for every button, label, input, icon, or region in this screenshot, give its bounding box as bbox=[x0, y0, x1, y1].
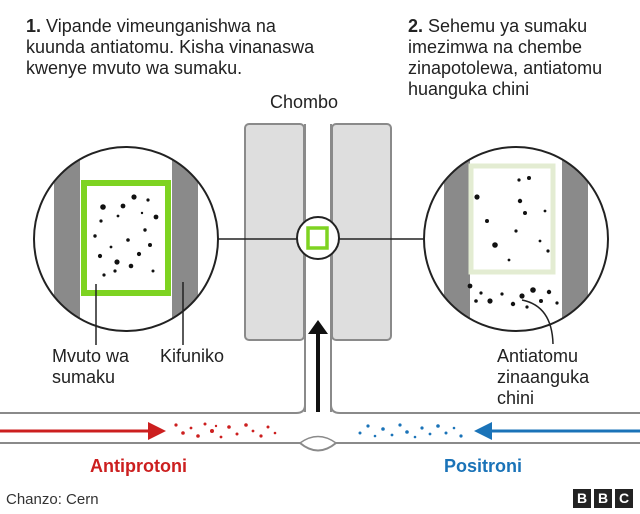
antiproton-particles bbox=[174, 422, 277, 439]
leader-falling-antiatoms bbox=[521, 299, 554, 345]
positron-particles bbox=[358, 423, 463, 439]
trap-small bbox=[306, 226, 329, 250]
beam-pipe bbox=[0, 404, 640, 452]
logo-letter-3: C bbox=[615, 489, 633, 508]
zoom-circle-right bbox=[423, 146, 609, 332]
step-2-number: 2. bbox=[408, 16, 424, 36]
container-label: Chombo bbox=[270, 92, 339, 112]
apparatus bbox=[244, 123, 392, 412]
zoom-circle-left bbox=[33, 146, 219, 332]
magnetic-trap-label: Mvuto wa sumaku bbox=[52, 346, 130, 387]
antiprotons-label: Antiprotoni bbox=[90, 456, 187, 476]
trapped-antiatoms bbox=[93, 194, 159, 277]
trap-off bbox=[468, 163, 556, 275]
step-2-text: Sehemu ya sumaku imezimwa na chembe zina… bbox=[408, 16, 603, 99]
trap-large bbox=[81, 180, 171, 296]
source-credit: Chanzo: Cern bbox=[6, 491, 99, 508]
right-arrow-icon bbox=[148, 422, 166, 440]
falling-antiatoms bbox=[467, 176, 559, 309]
lid-label: Kifuniko bbox=[160, 346, 225, 366]
logo-letter-1: B bbox=[573, 489, 591, 508]
falling-antiatoms-label: Antiatomu zinaanguka chini bbox=[497, 346, 590, 408]
step-1-text: Vipande vimeunganishwa na kuunda antiato… bbox=[26, 16, 315, 78]
positron-beam bbox=[358, 422, 640, 440]
apparatus-left-block bbox=[244, 123, 305, 341]
left-arrow-icon bbox=[474, 422, 492, 440]
apparatus-right-block bbox=[331, 123, 392, 341]
step-2-caption: 2. Sehemu ya sumaku imezimwa na chembe z… bbox=[408, 16, 638, 100]
positrons-label: Positroni bbox=[444, 456, 523, 476]
step-1-number: 1. bbox=[26, 16, 42, 36]
up-arrow-icon bbox=[308, 320, 328, 334]
bbc-logo: B B C bbox=[573, 489, 633, 508]
antiproton-beam bbox=[0, 422, 277, 440]
logo-letter-2: B bbox=[594, 489, 612, 508]
step-1-caption: 1. Vipande vimeunganishwa na kuunda anti… bbox=[26, 16, 326, 79]
